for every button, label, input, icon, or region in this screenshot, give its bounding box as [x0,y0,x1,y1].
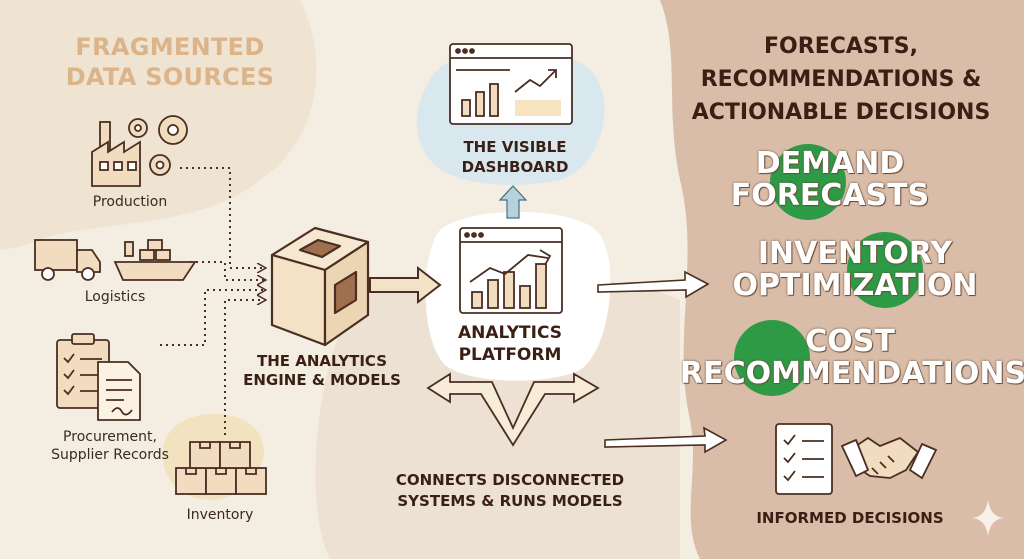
output-demand-forecasts: DEMAND FORECASTS [730,146,930,213]
chart-window-icon [459,227,563,314]
outputs-title: FORECASTS, RECOMMENDATIONS & ACTIONABLE … [691,34,991,125]
output-cost-recommendations: COST RECOMMENDATIONS [680,324,1024,391]
output-inventory-optimization: INVENTORY OPTIMIZATION [732,236,978,303]
cube-icon [270,226,370,347]
source-label-inventory: Inventory [186,507,254,523]
source-label-procurement: Procurement, Supplier Records [51,429,169,463]
source-label-production: Production [92,194,168,210]
connector-procurement [160,290,265,346]
cost-green-circle [734,320,810,396]
engine-label: THE ANALYTICS ENGINE & MODELS [243,352,401,389]
stacked-boxes-icon [175,441,267,495]
factory-gears-icon [91,115,188,187]
inventory-green-circle [847,232,923,308]
sparkle-icon [972,500,1004,536]
left-background-blob [0,0,317,250]
engine-to-platform-arrow [369,265,442,305]
source-label-logistics: Logistics [84,289,146,305]
clipboard-documents-icon [56,333,141,421]
dashboard-window-icon [449,43,573,125]
platform-to-outputs-arrow [597,270,710,299]
platform-label: ANALYTICS PLATFORM [458,323,562,365]
connector-production [180,167,265,268]
connects-v-arrow [426,372,600,447]
connects-label: CONNECTS DISCONNECTED SYSTEMS & RUNS MOD… [395,471,625,510]
connector-logistics [190,261,265,280]
demand-green-circle [770,144,846,220]
sources-title: FRAGMENTED DATA SOURCES [65,33,275,91]
truck-ship-icon [34,239,197,281]
handshake-icon [840,436,938,480]
checklist-icon [775,423,833,495]
platform-to-dashboard-arrow [498,185,528,219]
right-panel [660,0,1024,559]
decisions-label: INFORMED DECISIONS [756,509,944,527]
dashboard-label: THE VISIBLE DASHBOARD [461,138,569,176]
connects-to-decisions-arrow [604,426,728,454]
